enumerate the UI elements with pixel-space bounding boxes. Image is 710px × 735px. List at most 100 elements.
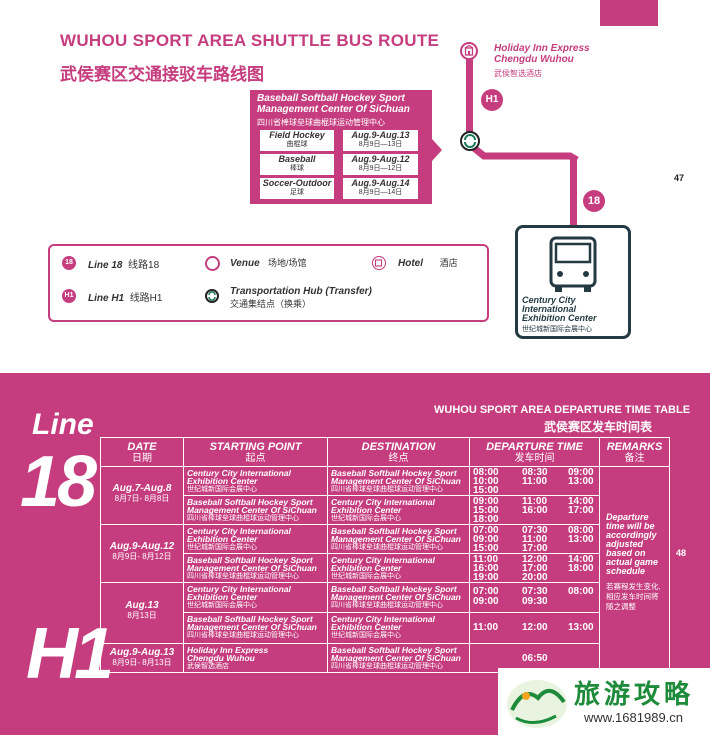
times-row-3: 07:00 07:30 08:00 09:00 11:00 13:00 15:0… [469,524,599,553]
times-row-2: 09:00 11:00 14:00 15:00 16:00 17:00 18:0… [469,495,599,524]
page-number-48: 48 [676,548,687,558]
h1-route-badge: H1 [481,89,503,111]
legend-h1-badge: H1 [62,289,76,303]
venue-legend-icon [205,256,220,271]
times-row-1: 08:00 08:30 09:00 10:00 11:00 13:00 15:0… [469,466,599,495]
map-legend: 18 Line 18 线路18 Venue 场地/场馆 Hotel 酒店 H1 … [48,244,489,322]
remarks-cell: Departure time will be accordingly adjus… [599,466,670,673]
venue-title-cn: 四川省棒球垒球曲棍球运动管理中心 [257,118,385,127]
venue-title: Baseball Softball Hockey Sport Managemen… [257,93,410,115]
watermark-text: 旅游攻略 [574,679,695,709]
time: 11:00 [522,534,548,545]
line-h1-label: H1 [26,614,114,694]
bus-icon [549,236,597,292]
terminal-box: Century City International Exhibition Ce… [515,225,631,339]
terminal-name: Century City International Exhibition Ce… [522,295,597,323]
time: 19:00 [473,572,499,582]
time: 09:00 [473,496,499,507]
time: 18:00 [568,563,594,574]
time: 17:00 [522,543,548,553]
route-line-18 [570,156,577,226]
time: 14:00 [568,554,594,565]
time: 13:00 [568,476,594,487]
time: 17:00 [522,563,548,574]
page-number-47: 47 [674,173,685,183]
time: 17:00 [568,505,594,516]
timetable-title-en: WUHOU SPORT AREA DEPARTURE TIME TABLE [434,404,691,416]
times-row-5: 07:00 07:30 08:00 09:00 09:30 [469,582,599,612]
line-word: Line [32,408,94,441]
time: 11:00 [473,622,499,633]
time: 20:00 [522,572,548,582]
legend-hotel: Hotel 酒店 [398,258,458,269]
time: 08:00 [568,525,594,536]
time: 07:00 [473,525,499,536]
time: 12:00 [522,554,548,565]
time: 07:30 [522,525,548,536]
time: 16:00 [522,505,548,516]
time: 13:00 [568,622,594,633]
map-title-en: WUHOU SPORT AREA SHUTTLE BUS ROUTE [60,31,440,50]
hotel-icon [464,44,474,56]
watermark-url: www.1681989.cn [584,710,684,725]
time: 10:00 [473,476,499,487]
time: 11:00 [522,476,548,487]
remarks-cn: 若赛程发生变化, 相应发车时间将 随之调整 [606,582,661,611]
time: 09:30 [522,596,548,607]
time: 15:00 [473,543,499,553]
legend-line18: Line 18 线路18 [88,260,160,271]
time: 07:00 [473,586,499,597]
line18-route-badge: 18 [583,190,605,212]
map-title-cn: 武侯赛区交通接驳车路线图 [60,65,264,84]
timetable-title-cn: 武侯赛区发车时间表 [544,420,653,434]
transfer-icon [464,134,476,148]
time: 16:00 [473,563,499,574]
watermark-logo-icon [507,680,567,728]
legend-line-h1: Line H1 线路H1 [88,293,163,304]
time: 06:50 [522,653,548,664]
hotel-marker [460,42,478,60]
time: 08:00 [473,467,499,478]
legend-line18-badge: 18 [62,256,76,270]
time: 12:00 [522,622,548,633]
venue-box-pointer [432,139,442,161]
hotel-label: Holiday Inn Express Chengdu Wuhou [494,43,590,65]
route-line-h1 [466,56,473,136]
time: 09:00 [473,534,499,545]
legend-transfer-hub: Transportation Hub (Transfer) 交通集结点（换乘） [230,286,372,309]
hotel-legend-icon [372,256,386,270]
terminal-name-cn: 世纪城新国际会展中心 [522,326,592,333]
hotel-label-cn: 武侯智选酒店 [494,69,542,78]
time: 15:00 [473,485,499,495]
time: 09:00 [473,596,499,607]
time: 08:00 [568,586,594,597]
times-row-4: 11:00 12:00 14:00 16:00 17:00 18:00 19:0… [469,553,599,582]
line-18-label: 18 [20,442,97,522]
